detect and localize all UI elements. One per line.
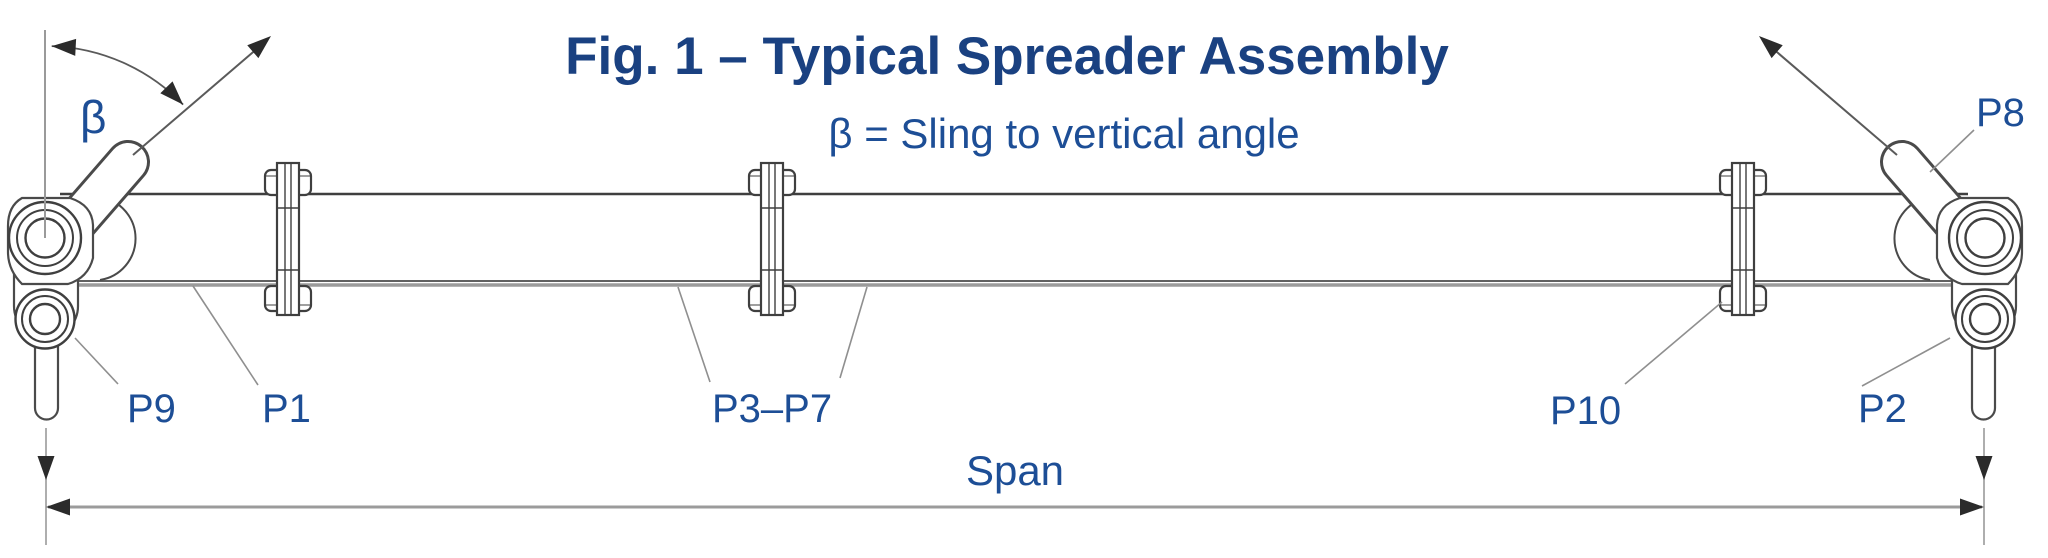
figure-subtitle: β = Sling to vertical angle [828, 110, 1299, 157]
leader-p3p7-right [839, 286, 868, 379]
label-p2: P2 [1858, 387, 1907, 431]
leader-p3p7-left [677, 286, 711, 383]
label-p9: P9 [127, 387, 176, 431]
label-p10: P10 [1550, 389, 1621, 433]
span-dimension [37, 428, 1993, 545]
leader-p1 [192, 285, 259, 386]
leader-p2 [1861, 337, 1951, 387]
leader-lines [74, 129, 1975, 387]
left-end-fitting [8, 30, 277, 420]
span-label: Span [966, 447, 1064, 494]
leader-p8 [1929, 129, 1975, 173]
figure-title: Fig. 1 – Typical Spreader Assembly [565, 27, 1449, 86]
clamp-right [1718, 161, 1768, 317]
clamp-middle [747, 161, 797, 317]
angle-arc [51, 45, 184, 106]
label-p1: P1 [262, 387, 311, 431]
leader-p10 [1624, 301, 1723, 385]
leader-p9 [74, 337, 119, 385]
beta-symbol: β [80, 91, 106, 143]
spreader-bar [60, 192, 1968, 287]
label-p8: P8 [1976, 91, 2025, 135]
label-p3-p7: P3–P7 [712, 387, 832, 431]
right-end-fitting [1753, 30, 2022, 420]
clamp-left [263, 161, 313, 317]
sling-angle-dimension [44, 30, 190, 238]
